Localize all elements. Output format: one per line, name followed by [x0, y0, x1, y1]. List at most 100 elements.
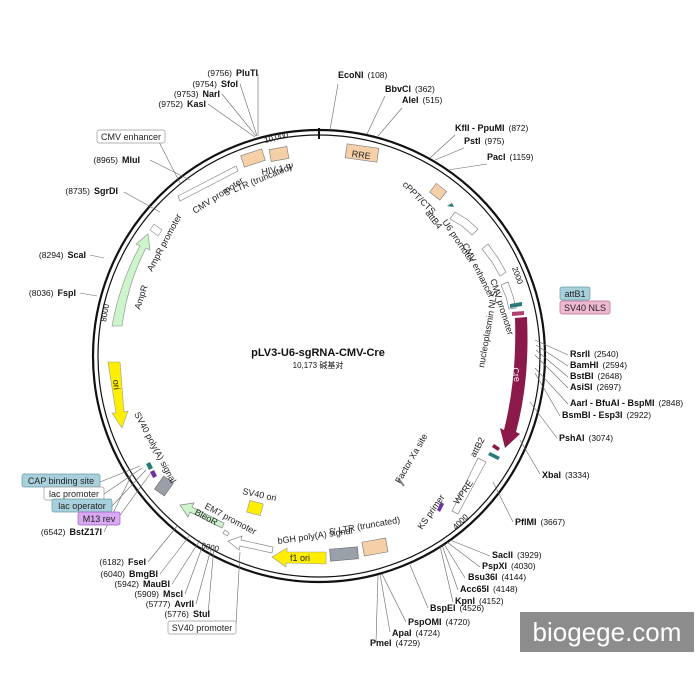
sv40-nls-marker — [512, 311, 524, 316]
bgh-feature — [329, 546, 359, 562]
box-lac-operator: lac operator — [51, 498, 113, 513]
svg-text:BsmBI - Esp3I(2922): BsmBI - Esp3I(2922) — [562, 410, 651, 420]
svg-text:PspXI(4030): PspXI(4030) — [482, 561, 536, 571]
svg-text:ApaI(4724): ApaI(4724) — [392, 628, 440, 638]
svg-text:SV40 NLS: SV40 NLS — [564, 303, 606, 313]
box-sv40-nls: SV40 NLS — [559, 300, 611, 315]
f1-ori-label: f1 ori — [290, 553, 310, 563]
svg-text:PstI(975): PstI(975) — [464, 136, 505, 146]
svg-text:BspEI(4526): BspEI(4526) — [430, 603, 484, 613]
svg-text:PspOMI(4720): PspOMI(4720) — [408, 617, 470, 627]
svg-text:(5942)MauBI: (5942)MauBI — [114, 579, 170, 589]
u6-promoter-arrow — [449, 211, 479, 236]
svg-text:SacII(3929): SacII(3929) — [492, 550, 542, 560]
svg-text:(9752)KasI: (9752)KasI — [158, 99, 206, 109]
ks-primer-marker — [437, 502, 444, 512]
svg-text:(5776)StuI: (5776)StuI — [164, 609, 210, 619]
ampr-arrow — [111, 233, 151, 327]
svg-text:lac promoter: lac promoter — [49, 489, 99, 499]
bgh-label: bGH poly(A) signal — [277, 526, 353, 546]
svg-text:attB1: attB1 — [564, 289, 585, 299]
svg-text:(9756)PluTI: (9756)PluTI — [207, 68, 258, 78]
wpre-arrow — [451, 457, 487, 515]
bleor-arrow — [179, 502, 225, 529]
ampr-label: AmpR — [132, 283, 149, 310]
nucleoplasmin-label: nucleoplasmin NLS — [476, 290, 499, 368]
svg-text:BstBI(2648): BstBI(2648) — [570, 371, 622, 381]
svg-text:PmeI(4729): PmeI(4729) — [370, 638, 420, 648]
svg-text:PacI(1159): PacI(1159) — [487, 152, 534, 162]
cmv-promoter-arrow — [500, 281, 517, 310]
cmv-promoter2-arrow — [177, 165, 239, 202]
svg-text:XbaI(3334): XbaI(3334) — [542, 470, 590, 480]
ampr-promoter-label: AmpR promoter — [145, 212, 184, 273]
svg-text:(5777)AvrII: (5777)AvrII — [146, 599, 194, 609]
ltr5-feature — [361, 537, 389, 557]
nls-marker — [492, 444, 500, 451]
watermark: biogege.com — [520, 612, 694, 652]
attb4-marker — [447, 203, 454, 207]
sv40-promoter-arrow — [227, 535, 274, 554]
svg-text:(9753)NarI: (9753)NarI — [174, 89, 220, 99]
cre-label: Cre — [510, 367, 522, 383]
svg-text:(6182)FseI: (6182)FseI — [99, 557, 146, 567]
svg-text:BamHI(2594): BamHI(2594) — [570, 360, 627, 370]
rre-label: RRE — [351, 149, 371, 162]
svg-text:AleI(515): AleI(515) — [402, 95, 443, 105]
cre-arrow — [500, 317, 528, 448]
svg-text:(8036)FspI: (8036)FspI — [29, 288, 76, 298]
svg-text:(8294)ScaI: (8294)ScaI — [39, 250, 86, 260]
svg-text:(6040)BmgBI: (6040)BmgBI — [100, 569, 158, 579]
cppt-feature — [429, 182, 448, 201]
sites-left: (9756)PluTI (9754)SfoI (9753)NarI (9752)… — [29, 68, 258, 619]
sv40-ori-label: SV40 ori — [242, 486, 278, 503]
box-lac-promoter: lac promoter — [43, 486, 105, 501]
attb2-marker — [488, 452, 500, 460]
ori-label: ori — [111, 379, 122, 390]
box-attb1: attB1 — [559, 286, 591, 301]
svg-text:Bsu36I(4144): Bsu36I(4144) — [468, 572, 526, 582]
box-m13-rev: M13 rev — [77, 511, 121, 526]
sv40-ori-feature — [246, 500, 264, 516]
tick-4000: 4000 — [451, 512, 470, 531]
svg-text:PflMI(3667): PflMI(3667) — [515, 517, 565, 527]
svg-text:AsiSI(2697): AsiSI(2697) — [570, 382, 621, 392]
ampr-promoter-arrow — [149, 223, 163, 237]
attb2-label: attB2 — [468, 436, 487, 459]
hiv-feature — [268, 146, 290, 162]
tick-6000: 6000 — [201, 541, 221, 554]
ltr5b-feature — [240, 148, 266, 168]
attb1-marker — [510, 302, 522, 308]
svg-text:M13 rev: M13 rev — [83, 514, 116, 524]
tick-8000: 8000 — [99, 303, 111, 323]
svg-text:CMV enhancer: CMV enhancer — [101, 132, 161, 142]
attb4-label: attB4 — [423, 208, 444, 231]
rre-feature: RRE — [344, 143, 380, 163]
f1-ori-arrow — [271, 547, 327, 568]
svg-text:RsrII(2540): RsrII(2540) — [570, 349, 619, 359]
svg-text:biogege.com: biogege.com — [533, 617, 682, 647]
svg-text:(6542)BstZ17I: (6542)BstZ17I — [41, 527, 102, 537]
ori-arrow — [107, 361, 129, 429]
svg-text:KpnI(4152): KpnI(4152) — [455, 596, 504, 606]
factor-xa-label: Factor Xa site — [393, 432, 429, 485]
svg-text:KflI - PpuMI(872): KflI - PpuMI(872) — [455, 123, 529, 133]
em7-arrow — [222, 529, 230, 537]
svg-text:BbvCI(362): BbvCI(362) — [385, 84, 435, 94]
cap-marker — [146, 462, 153, 470]
svg-text:(9754)SfoI: (9754)SfoI — [192, 79, 238, 89]
svg-text:(8965)MluI: (8965)MluI — [93, 155, 140, 165]
plasmid-name: pLV3-U6-sgRNA-CMV-Cre — [251, 347, 385, 359]
m13-marker — [150, 470, 157, 478]
svg-text:EcoNI(108): EcoNI(108) — [338, 70, 388, 80]
sites-right: EcoNI(108) BbvCI(362) AleI(515) KflI - P… — [338, 70, 683, 648]
tick-10000: 10,000 — [263, 130, 289, 145]
box-sv40-promoter: SV40 promoter — [167, 620, 237, 635]
svg-text:Acc65I(4148): Acc65I(4148) — [460, 584, 518, 594]
factor-xa-marker — [397, 477, 405, 487]
plasmid-size: 10,173 碱基对 — [293, 360, 344, 370]
cmv-enhancer-arrow — [481, 243, 507, 277]
leader-lines-right — [329, 83, 569, 643]
svg-text:lac operator: lac operator — [58, 501, 106, 511]
box-cmv-enhancer: CMV enhancer — [96, 129, 166, 144]
